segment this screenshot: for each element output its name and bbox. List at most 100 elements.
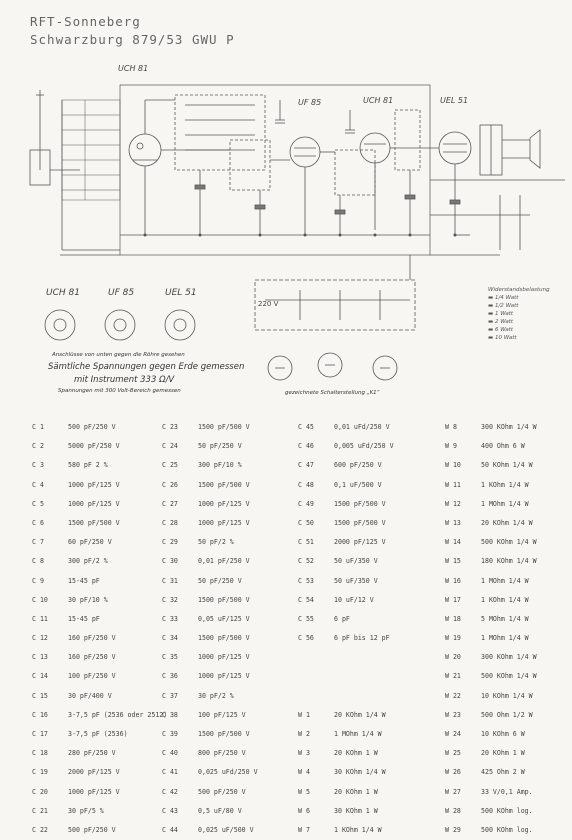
part-id: W 23 bbox=[445, 710, 461, 719]
part-value: 1500 pF/500 V bbox=[198, 595, 250, 604]
part-row bbox=[298, 648, 394, 667]
part-id: C 49 bbox=[298, 499, 314, 508]
part-id: W 29 bbox=[445, 825, 461, 834]
part-id: C 25 bbox=[162, 461, 178, 470]
tube-label-3: UCH 81 bbox=[363, 96, 394, 105]
part-value: 30 KOhm 1/4 W bbox=[334, 768, 386, 777]
part-value: 1000 pF/125 V bbox=[68, 480, 120, 489]
part-value: 2000 pF/125 V bbox=[68, 768, 120, 777]
part-value: 100 pF/250 V bbox=[68, 672, 116, 681]
part-value: 800 pF/250 V bbox=[198, 749, 246, 758]
switch-wafers bbox=[267, 352, 398, 381]
part-value: 1 MOhm 1/4 W bbox=[481, 634, 529, 643]
part-value: 1 KOhm 1/4 W bbox=[334, 825, 382, 834]
part-value: 30 pF/10 % bbox=[68, 595, 108, 604]
legend-row: ▬ 2 Watt bbox=[488, 319, 514, 325]
part-value: 180 KOhm 1/4 W bbox=[481, 557, 537, 566]
part-id: W 19 bbox=[445, 634, 461, 643]
part-id: C 45 bbox=[298, 423, 314, 431]
antenna-coil-block bbox=[29, 90, 120, 251]
tube-socket-uch81 bbox=[44, 309, 76, 341]
part-value: 1 MOhm 1/4 W bbox=[481, 576, 529, 585]
part-id: C 1 bbox=[32, 423, 44, 431]
part-row: C 13 160 pF/250 V bbox=[32, 648, 167, 667]
part-value: 3-7,5 pF (2536) bbox=[68, 730, 128, 738]
part-id: C 17 bbox=[32, 730, 48, 738]
part-value: 3-7,5 pF (2536 oder 2512) bbox=[68, 710, 168, 719]
legend-row: ▬ 1/2 Watt bbox=[488, 303, 519, 309]
part-value: 30 KOhm 1 W bbox=[334, 806, 378, 815]
part-value: 500 KOhm log. bbox=[481, 806, 533, 815]
part-id: W 24 bbox=[445, 730, 461, 738]
note-voltages: Sämtliche Spannungen gegen Erde gemessen bbox=[48, 362, 245, 372]
part-value: 1 KOhm 1/4 W bbox=[481, 480, 529, 489]
part-value: 20 KOhm 1 W bbox=[334, 787, 378, 796]
part-id: C 42 bbox=[162, 787, 178, 796]
note-switch-position: gezeichnete Schalterstellung „K1“ bbox=[285, 390, 380, 396]
part-id: C 13 bbox=[32, 653, 48, 662]
tube-uf85 bbox=[289, 136, 321, 168]
part-value: 0,005 uFd/250 V bbox=[334, 442, 394, 451]
part-value: 160 pF/250 V bbox=[68, 634, 116, 643]
part-id: C 20 bbox=[32, 787, 48, 796]
part-value: 20 KOhm 1/4 W bbox=[481, 518, 533, 527]
part-value: 1000 pF/125 V bbox=[198, 672, 250, 681]
wave-switch-table bbox=[61, 99, 121, 201]
part-id: W 11 bbox=[445, 480, 461, 489]
part-value: 20 KOhm 1 W bbox=[481, 749, 525, 758]
part-id: W 14 bbox=[445, 538, 461, 547]
part-id: C 56 bbox=[298, 634, 314, 643]
tube-uch81-1 bbox=[128, 133, 162, 167]
part-id: W 6 bbox=[298, 806, 310, 815]
part-value: 100 pF/125 V bbox=[198, 710, 246, 719]
part-value: 50 pF/2 % bbox=[198, 538, 234, 547]
part-value: 1500 pF/500 V bbox=[198, 480, 250, 489]
part-value: 50 uF/350 V bbox=[334, 557, 378, 566]
part-id: W 7 bbox=[298, 825, 310, 834]
part-id: C 22 bbox=[32, 825, 48, 834]
part-value: 0,1 uF/500 V bbox=[334, 480, 382, 489]
part-value: 1500 pF/500 V bbox=[334, 518, 386, 527]
part-value: 1000 pF/125 V bbox=[198, 653, 250, 662]
part-id: C 37 bbox=[162, 691, 178, 700]
part-value: 160 pF/250 V bbox=[68, 653, 116, 662]
part-id: C 7 bbox=[32, 538, 44, 547]
part-row bbox=[298, 687, 394, 706]
part-value: 1000 pF/125 V bbox=[198, 518, 250, 527]
part-value: 15-45 pF bbox=[68, 614, 100, 623]
part-value: 30 pF/2 % bbox=[198, 691, 234, 700]
part-row: C 1 500 pF/250 V bbox=[32, 418, 167, 437]
part-value: 6 pF bis 12 pF bbox=[334, 634, 390, 643]
part-id: C 23 bbox=[162, 423, 178, 431]
note-sockets: Anschlüsse von unten gegen die Röhre ges… bbox=[52, 352, 185, 358]
tube-label-4: UEL 51 bbox=[440, 96, 469, 105]
part-id: W 4 bbox=[298, 768, 310, 777]
part-row: C 37 30 pF/2 % bbox=[162, 687, 258, 706]
part-value: 500 pF/250 V bbox=[68, 423, 116, 431]
part-id: C 31 bbox=[162, 576, 178, 585]
part-id: C 41 bbox=[162, 768, 178, 777]
part-value: 400 Ohm 6 W bbox=[481, 442, 525, 451]
part-row bbox=[298, 667, 394, 686]
tube-socket-uf85 bbox=[104, 309, 136, 341]
